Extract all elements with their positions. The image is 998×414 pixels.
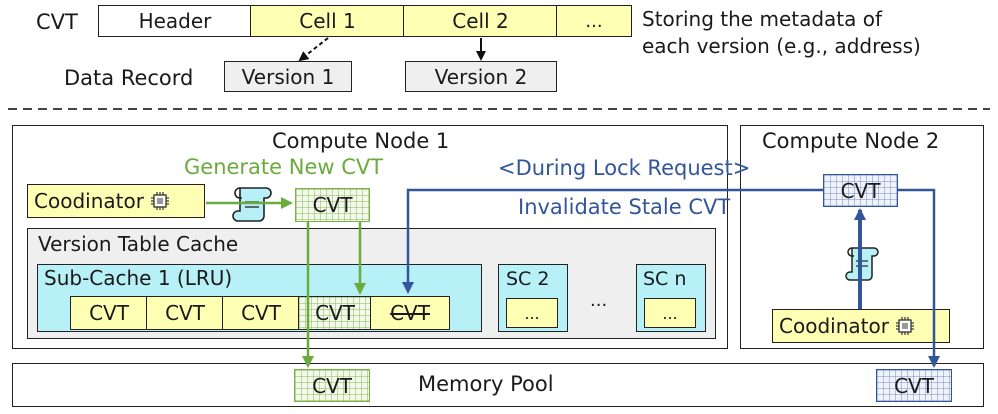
coordinator-node-2: Coodinator bbox=[772, 309, 950, 343]
chip-icon bbox=[150, 191, 170, 211]
memory-pool bbox=[12, 363, 984, 407]
sub-cache-1-title: Sub-Cache 1 (LRU) bbox=[44, 266, 233, 290]
cvt-note-line2: each version (e.g., address) bbox=[642, 34, 921, 58]
cell1-to-version1-arrow bbox=[298, 37, 329, 62]
generate-new-cvt-label: Generate New CVT bbox=[184, 155, 384, 179]
coordinator-node-1: Coodinator bbox=[27, 184, 205, 218]
sub-cache-cvt-new: CVT bbox=[298, 296, 372, 330]
version-2-box: Version 2 bbox=[405, 61, 557, 92]
coordinator-node-2-label: Coodinator bbox=[779, 314, 889, 338]
compute-node-2-title: Compute Node 2 bbox=[762, 129, 940, 153]
compute-node-1-title: Compute Node 1 bbox=[272, 129, 450, 153]
data-record-label: Data Record bbox=[64, 66, 194, 90]
cvt-cell-ellipsis: ... bbox=[556, 5, 632, 37]
chip-icon bbox=[895, 316, 915, 336]
cvt-note-line1: Storing the metadata of bbox=[642, 7, 883, 31]
invalidate-stale-cvt-label: Invalidate Stale CVT bbox=[518, 195, 731, 219]
cvt-node-2: CVT bbox=[823, 174, 898, 207]
stale-cvt-label: CVT bbox=[390, 301, 430, 325]
sub-cache-2-title: SC 2 bbox=[506, 268, 550, 290]
coordinator-node-1-label: Coodinator bbox=[34, 189, 144, 213]
sub-cache-n-title: SC n bbox=[643, 268, 687, 290]
sub-cache-n-cell: ... bbox=[644, 298, 696, 328]
invalidate-stale-cvt-arrow bbox=[402, 188, 823, 294]
new-cvt-node-1: CVT bbox=[295, 188, 370, 222]
cvt-row-label: CVT bbox=[36, 10, 78, 34]
memory-pool-label: Memory Pool bbox=[418, 372, 554, 396]
sub-cache-cvt-2: CVT bbox=[146, 296, 224, 330]
sub-cache-cvt-3: CVT bbox=[222, 296, 300, 330]
memory-pool-cvt-right: CVT bbox=[876, 369, 952, 402]
version-1-box: Version 1 bbox=[224, 61, 352, 92]
sub-cache-ellipsis: ... bbox=[590, 290, 608, 311]
sub-cache-cvt-1: CVT bbox=[70, 296, 148, 330]
cvt-cell-2: Cell 2 bbox=[403, 5, 558, 37]
sub-cache-cvt-stale: CVT bbox=[370, 296, 450, 330]
version-table-cache-title: Version Table Cache bbox=[38, 232, 239, 256]
node2-cvt-to-memory-pool-arrow bbox=[898, 188, 940, 368]
sub-cache-2-cell: ... bbox=[506, 298, 558, 328]
during-lock-request-label: <During Lock Request> bbox=[498, 156, 751, 180]
memory-pool-cvt-left: CVT bbox=[294, 369, 370, 402]
